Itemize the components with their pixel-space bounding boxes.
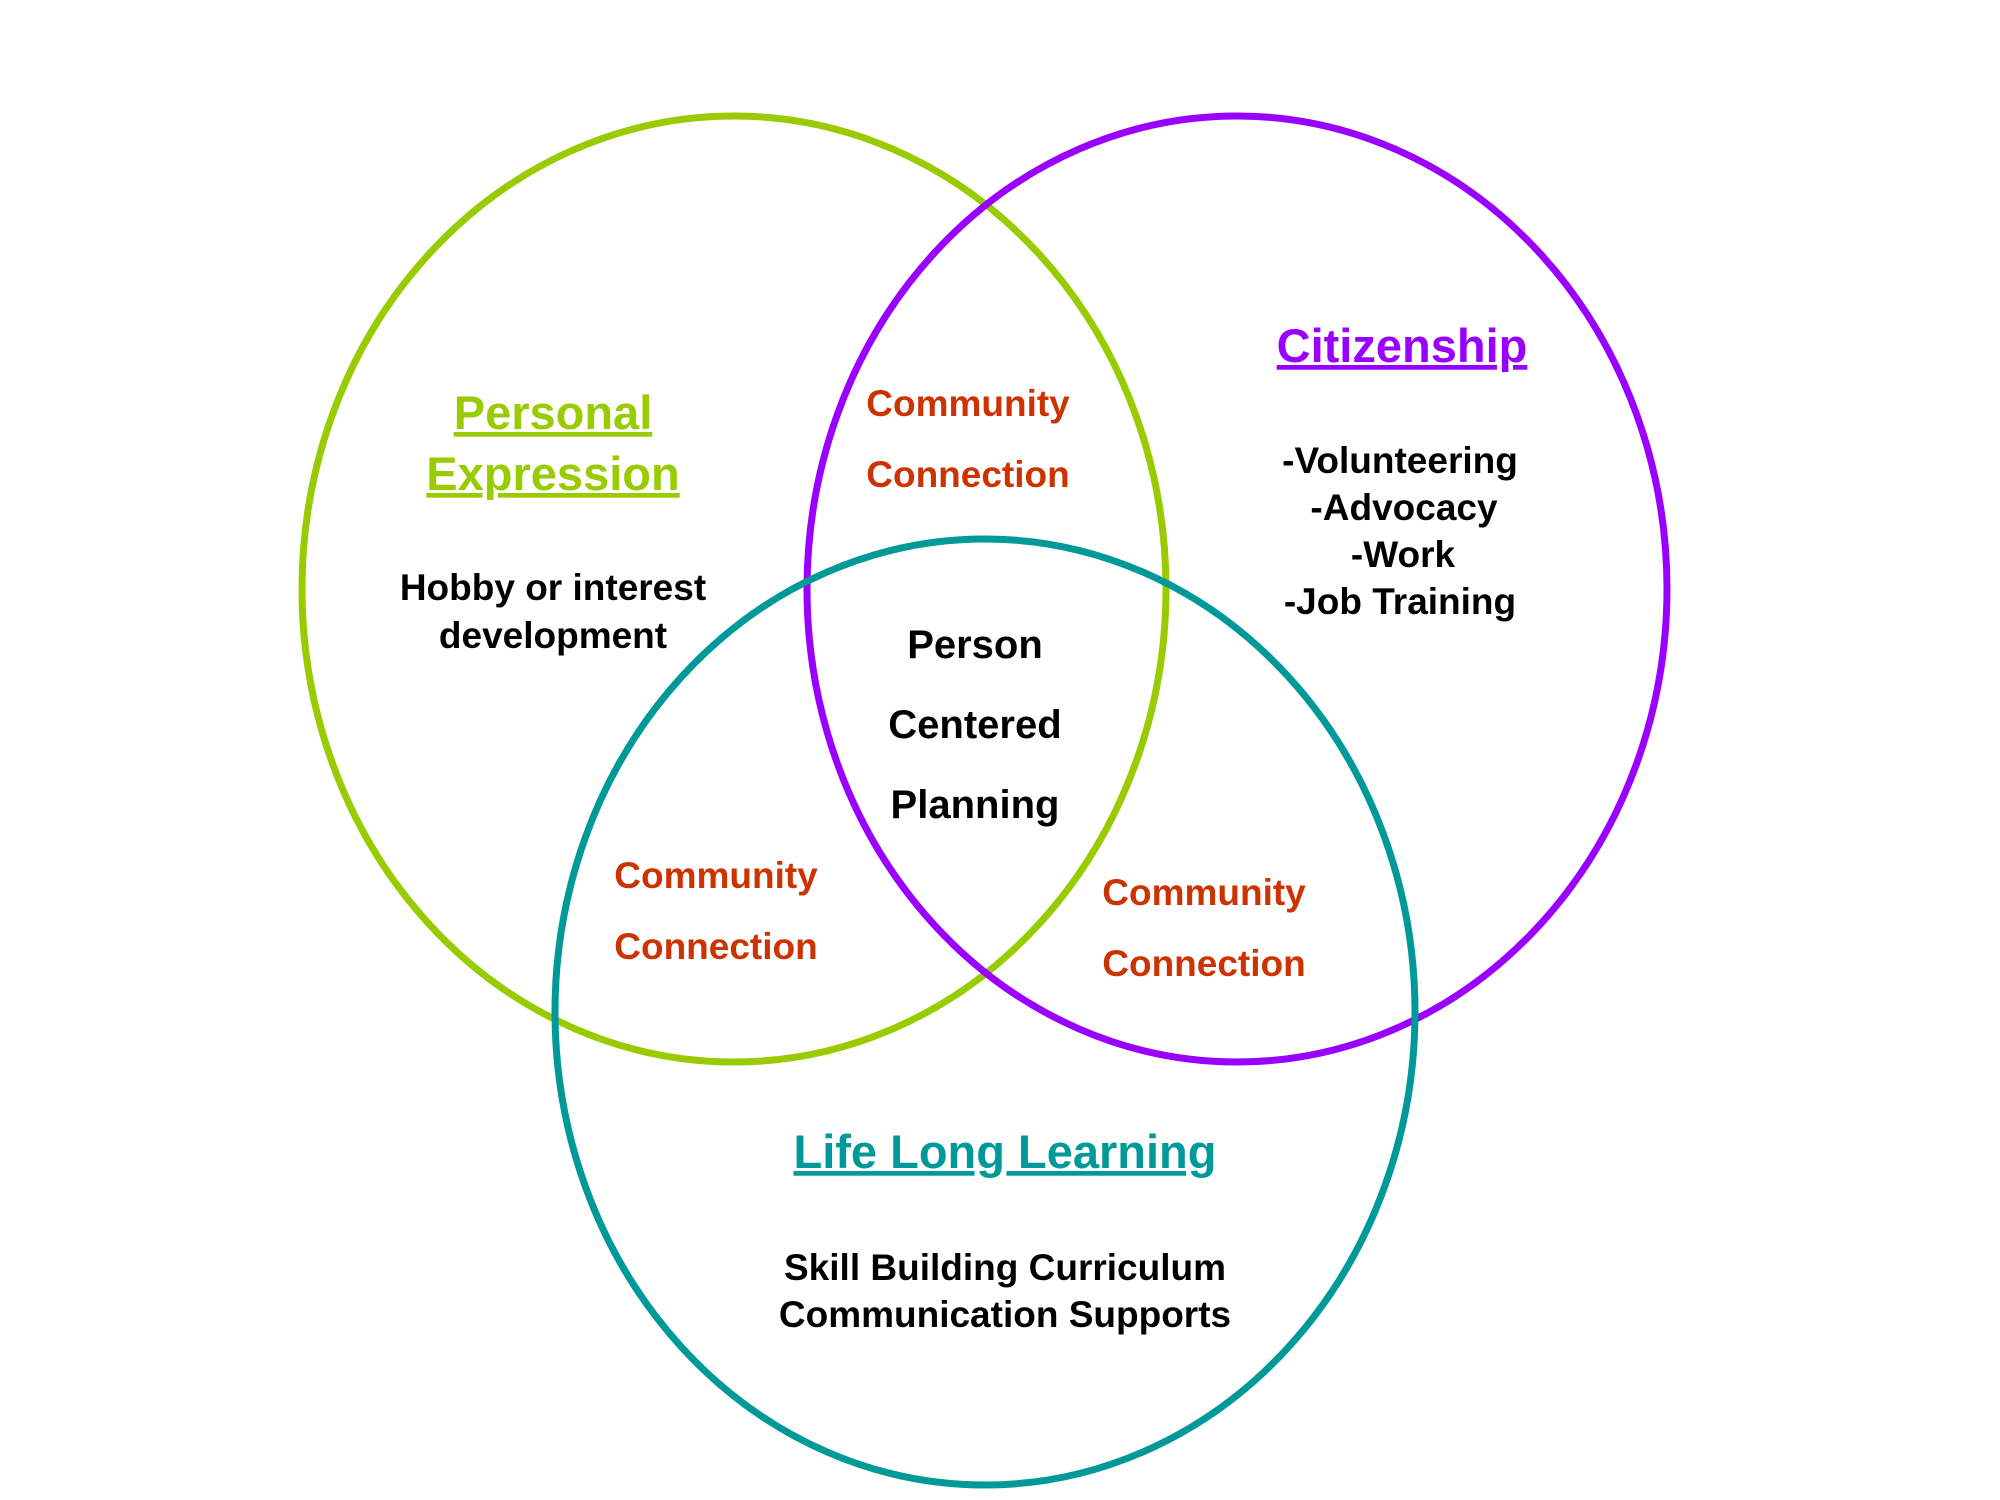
citizenship-item: -Volunteering	[1282, 440, 1518, 481]
personal-expression-title: Personal	[454, 386, 653, 439]
citizenship-item: -Job Training	[1284, 581, 1516, 622]
center-label: Person	[907, 623, 1043, 667]
citizenship-item: -Work	[1351, 534, 1456, 575]
community-connection-left: Connection	[614, 926, 817, 967]
community-connection-top: Community	[866, 383, 1070, 424]
personal-expression-description: development	[439, 615, 667, 656]
community-connection-left: Community	[614, 855, 818, 896]
personal-expression-title: Expression	[426, 447, 679, 500]
life-long-learning-description: Communication Supports	[779, 1294, 1231, 1335]
life-long-learning-title: Life Long Learning	[794, 1125, 1217, 1178]
community-connection-right: Community	[1102, 872, 1306, 913]
personal-expression-circle	[298, 112, 1170, 1066]
citizenship-title: Citizenship	[1277, 319, 1528, 372]
citizenship-circle	[803, 112, 1671, 1066]
personal-expression-description: Hobby or interest	[400, 567, 706, 608]
community-connection-right: Connection	[1102, 943, 1305, 984]
life-long-learning-circle	[551, 535, 1419, 1489]
center-label: Centered	[888, 703, 1061, 747]
center-label: Planning	[891, 783, 1060, 827]
community-connection-top: Connection	[866, 454, 1069, 495]
life-long-learning-description: Skill Building Curriculum	[784, 1247, 1226, 1288]
citizenship-item: -Advocacy	[1310, 487, 1498, 528]
